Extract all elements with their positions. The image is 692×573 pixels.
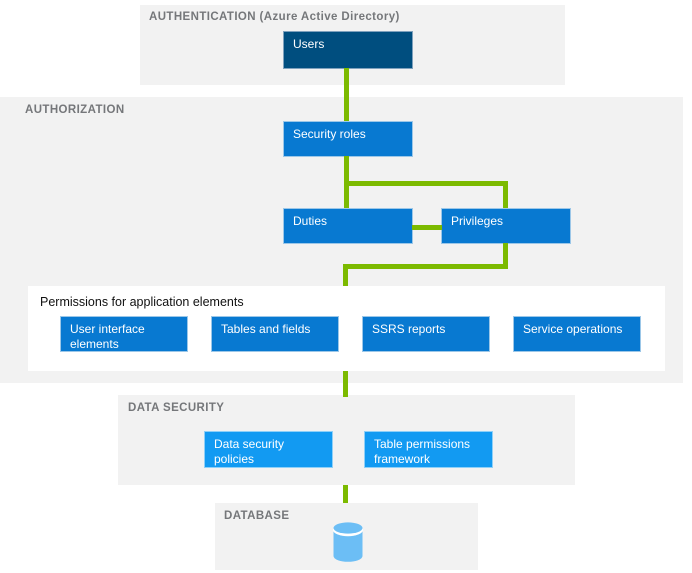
- node-duties: Duties: [283, 208, 413, 244]
- node-security-roles-label: Security roles: [293, 127, 366, 141]
- connector-data-security-to-database: [343, 485, 348, 503]
- section-authentication: AUTHENTICATION (Azure Active Directory) …: [140, 5, 565, 85]
- node-service-operations-label: Service operations: [523, 322, 623, 336]
- connector-permissions-to-data-security: [343, 371, 348, 397]
- node-users-label: Users: [293, 37, 325, 51]
- section-database: DATABASE: [215, 503, 478, 570]
- node-data-security-policies: Data security policies: [204, 431, 333, 468]
- node-ssrs-reports-label: SSRS reports: [372, 322, 446, 336]
- panel-permissions-title: Permissions for application elements: [40, 295, 244, 309]
- node-security-roles: Security roles: [283, 121, 413, 157]
- connector-to-permissions-panel: [343, 264, 348, 286]
- node-tables-and-fields: Tables and fields: [211, 316, 339, 352]
- connector-privileges-down: [503, 243, 508, 269]
- section-authorization: AUTHORIZATION Security roles Duties Priv…: [0, 97, 683, 383]
- node-duties-label: Duties: [293, 214, 328, 228]
- connector-branch-to-privileges: [503, 181, 508, 208]
- node-privileges-label: Privileges: [451, 214, 504, 228]
- connector-duties-to-privileges: [412, 225, 442, 230]
- panel-permissions-for-application-elements: Permissions for application elements Use…: [28, 286, 665, 371]
- node-table-permissions-framework: Table permissions framework: [364, 431, 493, 468]
- connector-users-to-security-roles: [344, 68, 349, 121]
- section-data-security: DATA SECURITY Data security policies Tab…: [118, 395, 575, 485]
- section-title-authorization: AUTHORIZATION: [25, 104, 125, 116]
- database-cylinder-icon: [331, 521, 365, 569]
- section-title-authentication: AUTHENTICATION (Azure Active Directory): [149, 11, 400, 23]
- section-title-data-security: DATA SECURITY: [128, 402, 225, 414]
- node-tables-and-fields-label: Tables and fields: [221, 322, 311, 336]
- node-user-interface-elements: User interface elements: [60, 316, 188, 352]
- node-ssrs-reports: SSRS reports: [362, 316, 490, 352]
- section-title-database: DATABASE: [224, 510, 290, 522]
- node-table-permissions-framework-label: Table permissions framework: [374, 437, 471, 466]
- node-service-operations: Service operations: [513, 316, 641, 352]
- node-privileges: Privileges: [441, 208, 571, 244]
- connector-elbow-horizontal: [343, 264, 508, 269]
- node-data-security-policies-label: Data security policies: [214, 437, 285, 466]
- node-users: Users: [283, 31, 413, 69]
- connector-branch-horizontal: [344, 181, 508, 186]
- node-user-interface-elements-label: User interface elements: [70, 322, 145, 351]
